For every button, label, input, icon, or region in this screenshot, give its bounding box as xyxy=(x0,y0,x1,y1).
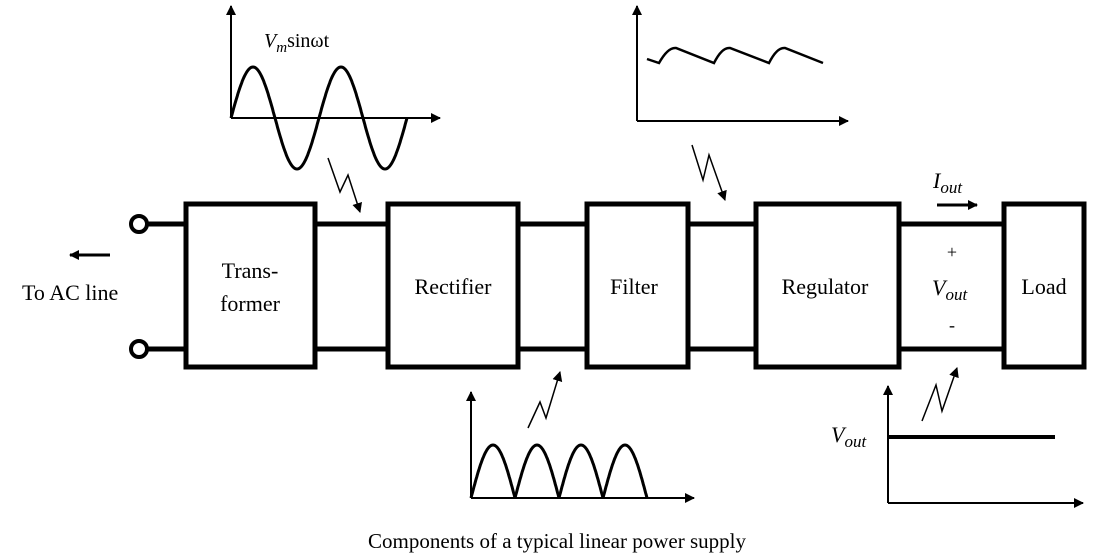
output-current-sub: out xyxy=(940,178,963,197)
waveform-filtered xyxy=(632,5,849,126)
block-load: Load xyxy=(1001,201,1087,370)
waveform-ac-input: Vmsinωt xyxy=(226,5,441,171)
block-transformer-label-2: former xyxy=(220,291,281,316)
block-load-label: Load xyxy=(1021,274,1066,299)
lightning-arrow-filter-icon xyxy=(691,144,727,201)
dc-label-symbol: V xyxy=(831,422,847,447)
block-rectifier-label: Rectifier xyxy=(415,274,493,299)
dc-level-label: Vout xyxy=(831,422,867,451)
ac-waveform-label: Vmsinωt xyxy=(264,30,330,56)
ripple-curve xyxy=(646,46,824,65)
dc-label-sub: out xyxy=(844,432,867,451)
lightning-arrow-output-icon xyxy=(921,367,959,422)
output-current-label: Iout xyxy=(932,168,963,197)
block-filter-label: Filter xyxy=(610,274,658,299)
output-voltage-label: Vout xyxy=(932,275,968,304)
block-transformer: Trans- former xyxy=(183,201,318,370)
output-plus-sign: + xyxy=(947,242,957,262)
output-current-symbol: I xyxy=(932,168,942,193)
figure-caption: Components of a typical linear power sup… xyxy=(368,529,746,553)
block-filter: Filter xyxy=(584,201,691,370)
waveform-regulated: Vout xyxy=(831,385,1084,508)
ac-sine-curve xyxy=(229,65,409,171)
ac-label-rest: sinωt xyxy=(287,30,330,52)
ac-label-sub: m xyxy=(276,40,287,56)
input-terminal-bottom xyxy=(129,339,149,359)
block-rectifier: Rectifier xyxy=(385,201,521,370)
ac-label-symbol: V xyxy=(264,30,279,52)
rect-curve xyxy=(469,443,649,499)
block-transformer-label-1: Trans- xyxy=(222,258,279,283)
input-terminal-top xyxy=(129,214,149,234)
ac-line-label: To AC line xyxy=(22,280,118,305)
lightning-arrow-ac-icon xyxy=(327,157,362,213)
waveform-rectified xyxy=(466,391,695,503)
output-minus-sign: - xyxy=(949,315,955,335)
wires xyxy=(148,221,1004,352)
block-regulator-label: Regulator xyxy=(782,274,869,299)
output-voltage-symbol: V xyxy=(932,275,948,300)
lightning-arrow-rect-icon xyxy=(527,371,563,429)
output-voltage-sub: out xyxy=(945,285,968,304)
block-regulator: Regulator xyxy=(753,201,902,370)
